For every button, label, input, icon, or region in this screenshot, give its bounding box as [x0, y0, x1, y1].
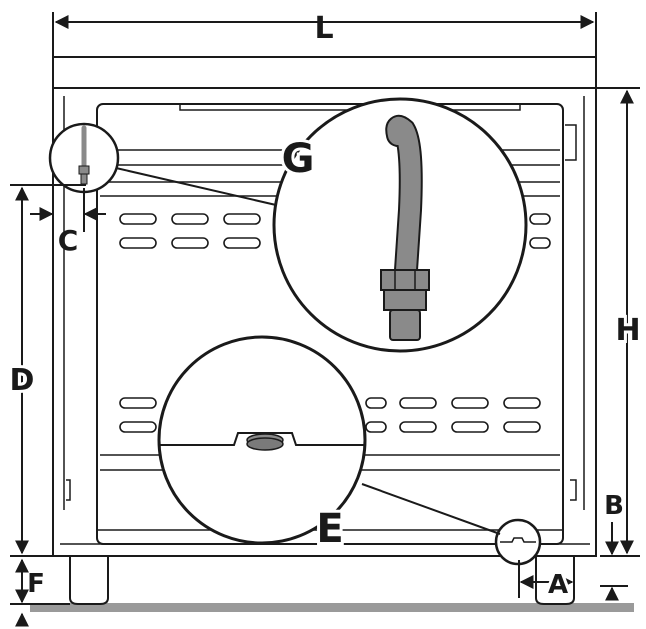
outlet-icon [159, 432, 365, 451]
label-d: D [10, 363, 35, 398]
floor [30, 603, 634, 612]
label-e: E [316, 506, 343, 552]
label-c: C [58, 224, 79, 257]
gas-pipe-icon [380, 115, 430, 341]
label-f: F [27, 569, 45, 599]
gas-connector-marker [48, 122, 120, 194]
outlet-marker [494, 518, 542, 566]
label-h: H [615, 313, 640, 348]
label-a: A [548, 570, 568, 600]
appliance-feet [69, 555, 575, 605]
leader-line-g [115, 167, 277, 206]
magnifier-g [272, 97, 528, 353]
dimension-lines [10, 12, 640, 627]
magnifier-e [157, 335, 367, 545]
label-b: B [604, 491, 624, 521]
label-g: G [282, 136, 315, 182]
vent-slots [119, 213, 551, 433]
leader-line-e [361, 483, 501, 535]
label-l: L [314, 11, 333, 46]
